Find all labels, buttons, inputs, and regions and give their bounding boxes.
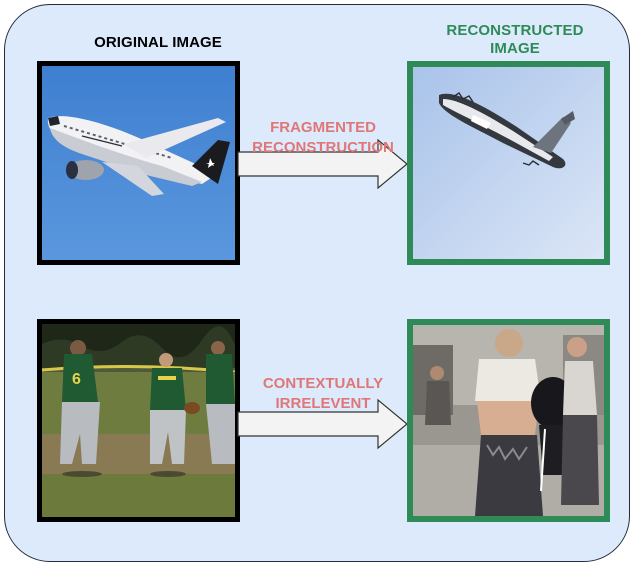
svg-text:6: 6 [72,371,81,388]
caption-2-line2: IRRELEVENT [275,395,371,412]
original-image-header: ORIGINAL IMAGE [58,34,258,52]
transform-arrow-1 [237,138,408,190]
original-airplane-image [37,61,240,265]
caption-2-line1: CONTEXTUALLY [262,375,384,392]
arrow-caption-2: CONTEXTUALLY IRRELEVENT [238,374,408,414]
arrow-caption-1: FRAGMENTED RECONSTRUCTION [238,118,408,158]
reconstructed-airplane-image [407,61,610,265]
caption-1-line2: RECONSTRUCTION [252,139,394,156]
caption-1-line1: FRAGMENTED [270,119,376,136]
reconstructed-image-header: RECONSTRUCTED IMAGE [420,22,610,58]
original-baseball-image: 6 [37,319,240,522]
reconstructed-people-image [407,319,610,522]
transform-arrow-2 [237,398,408,450]
original-header-text: ORIGINAL IMAGE [94,34,222,51]
reconstructed-header-line2: IMAGE [490,40,540,57]
reconstructed-header-line1: RECONSTRUCTED [446,22,584,39]
